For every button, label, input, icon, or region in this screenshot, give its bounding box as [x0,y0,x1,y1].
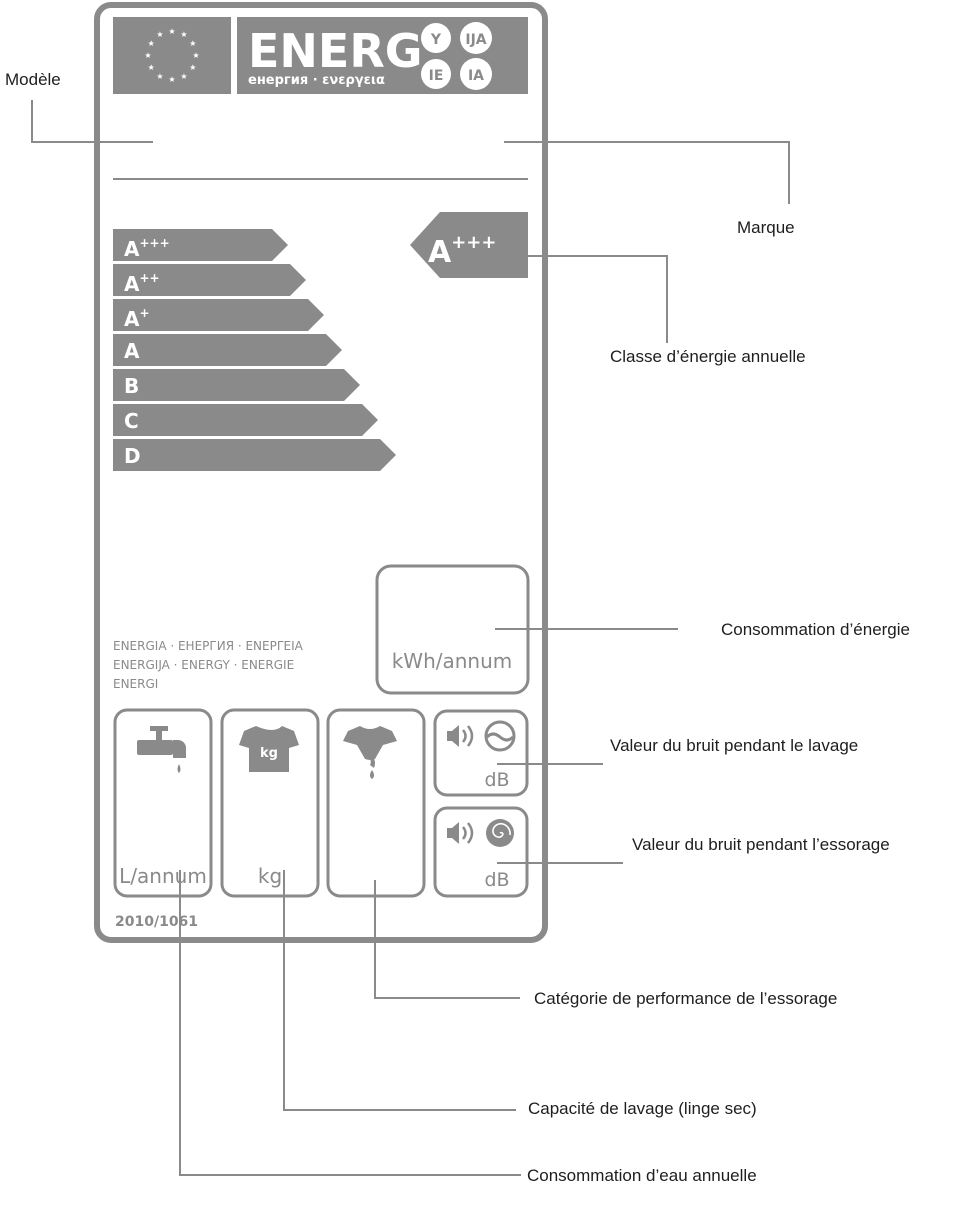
energy-words-3: ENERGI [113,677,158,691]
eu-star-icon: ★ [189,39,196,48]
capacity-box [220,708,320,898]
tap-icon [137,726,186,773]
speaker-icon [447,725,459,747]
eu-star-icon: ★ [156,72,163,81]
spin-shirt-icon [343,726,397,779]
scale-bar-b: B [113,369,360,401]
svg-text:A: A [124,339,140,363]
eu-star-icon: ★ [180,30,187,39]
eu-star-icon: ★ [192,51,199,60]
capacity-unit: kg [258,864,282,888]
current-class-indicator: A+++ [410,212,528,278]
label-frame [94,2,548,943]
svg-text:A++: A++ [124,271,160,296]
svg-text:D: D [124,444,141,468]
lang-badge: IE [429,68,444,84]
regulation-number: 2010/1061 [115,914,198,930]
svg-text:B: B [124,374,139,398]
callout-marque: Marque [737,218,795,237]
water-box [113,708,213,898]
callout-bruit-lavage: Valeur du bruit pendant le lavage [610,736,858,755]
svg-text:A+++: A+++ [428,232,496,270]
scale-bar-c: C [113,404,378,436]
eu-star-icon: ★ [168,75,175,84]
energy-words-2: ENERGIJA · ENERGY · ENERGIE [113,658,294,672]
tshirt-label: kg [260,746,278,761]
energy-subtitle: енергия · ενεργεια [248,73,385,88]
eu-star-icon: ★ [144,51,151,60]
eu-flag-icon: ★★★★★★★★★★★★ [144,27,199,84]
eu-star-icon: ★ [148,63,155,72]
lang-badge: IA [468,68,484,84]
noise-spin-unit: dB [484,869,509,891]
eu-star-icon: ★ [148,39,155,48]
scale-bar-a2: A++ [113,264,306,296]
callout-eau: Consommation d’eau annuelle [527,1166,757,1185]
sound-waves [461,822,474,844]
noise-wash-unit: dB [484,769,509,791]
eu-star-icon: ★ [168,27,175,36]
scale-bar-d: D [113,439,396,471]
eu-star-icon: ★ [156,30,163,39]
svg-text:A+++: A+++ [124,236,170,261]
eu-star-icon: ★ [180,72,187,81]
spin-spiral-icon [486,819,514,847]
callout-modele: Modèle [5,70,61,89]
lang-badges: Y IJA IE IA [421,22,492,90]
energy-word: ENERG [248,24,423,78]
scale-bar-a3: A+++ [113,229,288,261]
callout-capacite: Capacité de lavage (linge sec) [528,1099,757,1118]
scale-bar-a1: A+ [113,299,324,331]
lang-badge: Y [430,32,442,48]
noise-wash-box [433,709,529,797]
svg-text:C: C [124,409,139,433]
eu-flag [113,17,231,94]
callout-bruit-essorage: Valeur du bruit pendant l’essorage [632,835,890,854]
sound-waves [461,725,474,747]
leader-lines [31,100,790,1176]
lang-badge: IJA [465,32,486,48]
noise-spin-box [433,806,529,898]
energy-scale: A+++ A++ A+ A B C D [113,229,396,471]
callout-consommation-energie: Consommation d’énergie [721,620,910,639]
eu-star-icon: ★ [189,63,196,72]
scale-bar-a: A [113,334,342,366]
tshirt-icon: kg [239,726,299,772]
energy-unit: kWh/annum [392,649,513,673]
water-unit: L/annum [119,864,207,888]
svg-text:A+: A+ [124,306,150,331]
callout-classe: Classe d’énergie annuelle [610,347,806,366]
energy-words-1: ENERGIA · ЕНЕРГИЯ · ΕΝΕΡΓΕΙΑ [113,639,304,653]
callout-categorie-essorage: Catégorie de performance de l’essorage [534,989,837,1008]
wash-drum-icon [484,720,516,752]
speaker-icon [447,822,459,844]
